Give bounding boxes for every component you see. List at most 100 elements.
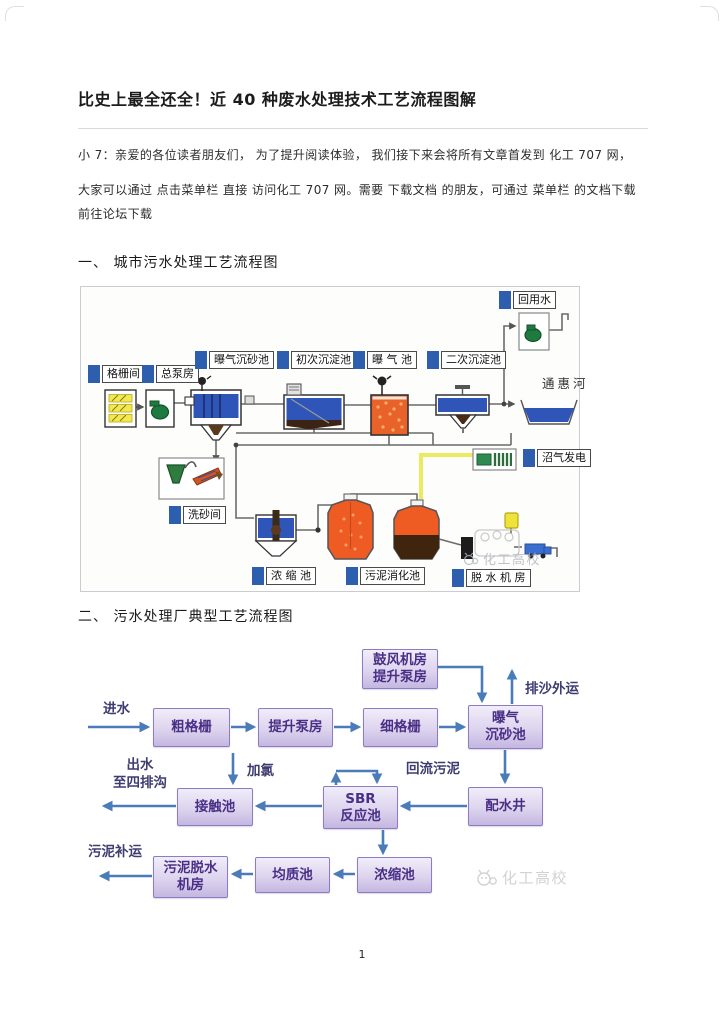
- box-blower-room: 鼓风机房 提升泵房: [362, 649, 438, 689]
- box-aerated-grit: 曝气 沉砂池: [468, 705, 543, 749]
- watermark-text: 化工高校: [502, 869, 569, 887]
- intro-line: 前往论坛下载: [78, 207, 153, 221]
- aeration-tank: [370, 375, 409, 436]
- label-dewatering: 脱 水 机 房: [452, 569, 531, 587]
- biogas-generator: [472, 448, 517, 471]
- label-aerated-grit: 曝气沉砂池: [195, 351, 274, 369]
- dewatering-equipment: [461, 529, 520, 559]
- page-title: 比史上最全还全！近 40 种废水处理技术工艺流程图解: [78, 90, 477, 109]
- label-square-icon: [427, 351, 439, 369]
- box-label: 鼓风机房: [373, 652, 427, 669]
- label-text: 沼气发电: [537, 449, 591, 467]
- box-equalization-tank: 均质池: [255, 857, 330, 893]
- inflow-label: 进水: [103, 701, 130, 717]
- box-label: SBR: [345, 790, 376, 807]
- grid-room-tank: [104, 389, 137, 428]
- intro-paragraph: 小 7：亲爱的各位读者朋友们， 为了提升阅读体验， 我们接下来会将所有文章首发到…: [78, 147, 656, 222]
- box-distribution-well: 配水井: [468, 787, 543, 826]
- aerated-grit-tank: [184, 375, 242, 441]
- label-square-icon: [277, 351, 289, 369]
- label-square-icon: [169, 506, 181, 524]
- label-square-icon: [195, 351, 207, 369]
- label-text: 总泵房: [156, 365, 199, 383]
- box-label: 机房: [177, 877, 204, 893]
- flow-arrows: [88, 665, 518, 882]
- main-pump-house-tank: [145, 389, 175, 428]
- outflow-label: 出水 至四排沟: [108, 757, 172, 792]
- box-label: 提升泵房: [373, 669, 427, 685]
- box-lift-pump-house: 提升泵房: [258, 708, 333, 747]
- label-text: 脱 水 机 房: [466, 569, 531, 587]
- watermark: 化工高校: [463, 549, 541, 568]
- page-corner-decoration: [5, 6, 24, 21]
- label-text: 曝气沉砂池: [209, 351, 274, 369]
- label-text: 洗砂间: [183, 506, 226, 524]
- return-sludge-label: 回流污泥: [406, 761, 460, 777]
- pipe-junction: [501, 401, 507, 407]
- sand-washing-room: [158, 457, 225, 500]
- label-secondary-sed: 二次沉淀池: [427, 351, 506, 369]
- diagram1-graphics: [104, 312, 578, 560]
- box-contact-tank: 接触池: [177, 788, 253, 826]
- label-digester: 污泥消化池: [346, 567, 425, 585]
- watermark: 化工高校: [476, 867, 568, 888]
- diagram-typical-plant-flow: 鼓风机房 提升泵房 粗格栅 提升泵房 细格栅 曝气 沉砂池 接触池 SBR 反应…: [78, 645, 646, 915]
- label-text: 初次沉淀池: [291, 351, 356, 369]
- outflow-line: 至四排沟: [113, 774, 167, 791]
- label-square-icon: [452, 569, 464, 587]
- label-square-icon: [252, 567, 264, 585]
- pipe-junction: [233, 442, 239, 448]
- label-text: 曝 气 池: [367, 351, 417, 369]
- chemical-barrel: [504, 512, 519, 529]
- label-text: 污泥消化池: [360, 567, 425, 585]
- box-label: 曝气: [492, 710, 519, 727]
- label-biogas-power: 沼气发电: [523, 449, 591, 467]
- watermark-logo-icon: [477, 869, 497, 886]
- box-sbr-reactor: SBR 反应池: [323, 786, 398, 829]
- box-label: 配水井: [485, 798, 526, 815]
- label-text: 格栅间: [102, 365, 145, 383]
- box-coarse-screen: 粗格栅: [153, 708, 230, 747]
- page-number: 1: [358, 948, 366, 961]
- label-primary-sed: 初次沉淀池: [277, 351, 356, 369]
- box-label: 均质池: [272, 866, 313, 883]
- box-label: 提升泵房: [268, 719, 323, 736]
- box-label: 粗格栅: [171, 719, 212, 736]
- river-basin: [520, 399, 578, 425]
- title-divider: [78, 128, 648, 129]
- diagram-city-sewage-flow: 格栅间 总泵房 曝气沉砂池 初次沉淀池 曝 气 池 二次沉淀池 回用水 通惠河: [80, 286, 591, 592]
- thickener-tank: [254, 510, 298, 557]
- chlorine-label: 加氯: [247, 763, 274, 779]
- label-text: 二次沉淀池: [441, 351, 506, 369]
- label-square-icon: [499, 291, 511, 309]
- digester-silo: [327, 493, 374, 560]
- sludge-out-label: 污泥补运: [88, 844, 142, 860]
- box-thickener: 浓缩池: [357, 857, 432, 893]
- label-square-icon: [523, 449, 535, 467]
- watermark-logo-icon: [463, 552, 479, 565]
- river-name: 通惠河: [542, 376, 589, 391]
- label-reuse-water: 回用水: [499, 291, 556, 309]
- inline-pump: [244, 395, 255, 405]
- section2-heading: 二、 污水处理厂典型工艺流程图: [78, 609, 294, 625]
- label-square-icon: [88, 365, 100, 383]
- watermark-text: 化工高校: [483, 553, 542, 568]
- intro-line: 大家可以通过 点击菜单栏 直接 访问化工 707 网。需要 下载文档 的朋友，可…: [78, 183, 637, 197]
- page-corner-decoration: [700, 6, 719, 21]
- pipe-junction: [315, 527, 321, 533]
- box-label: 污泥脱水: [163, 860, 218, 877]
- box-label: 浓缩池: [374, 866, 415, 883]
- label-square-icon: [142, 365, 154, 383]
- primary-sedimentation-tank: [283, 383, 345, 430]
- box-sludge-dewatering: 污泥脱水 机房: [153, 856, 228, 898]
- label-grid-room: 格栅间: [88, 365, 145, 383]
- label-text: 回用水: [513, 291, 556, 309]
- secondary-sedimentation-tank: [435, 385, 490, 433]
- digester-silo-2: [393, 499, 440, 560]
- label-square-icon: [353, 351, 365, 369]
- label-pump-house: 总泵房: [142, 365, 199, 383]
- label-thickener: 浓 缩 池: [252, 567, 316, 585]
- label-square-icon: [346, 567, 358, 585]
- box-label: 沉砂池: [485, 727, 526, 743]
